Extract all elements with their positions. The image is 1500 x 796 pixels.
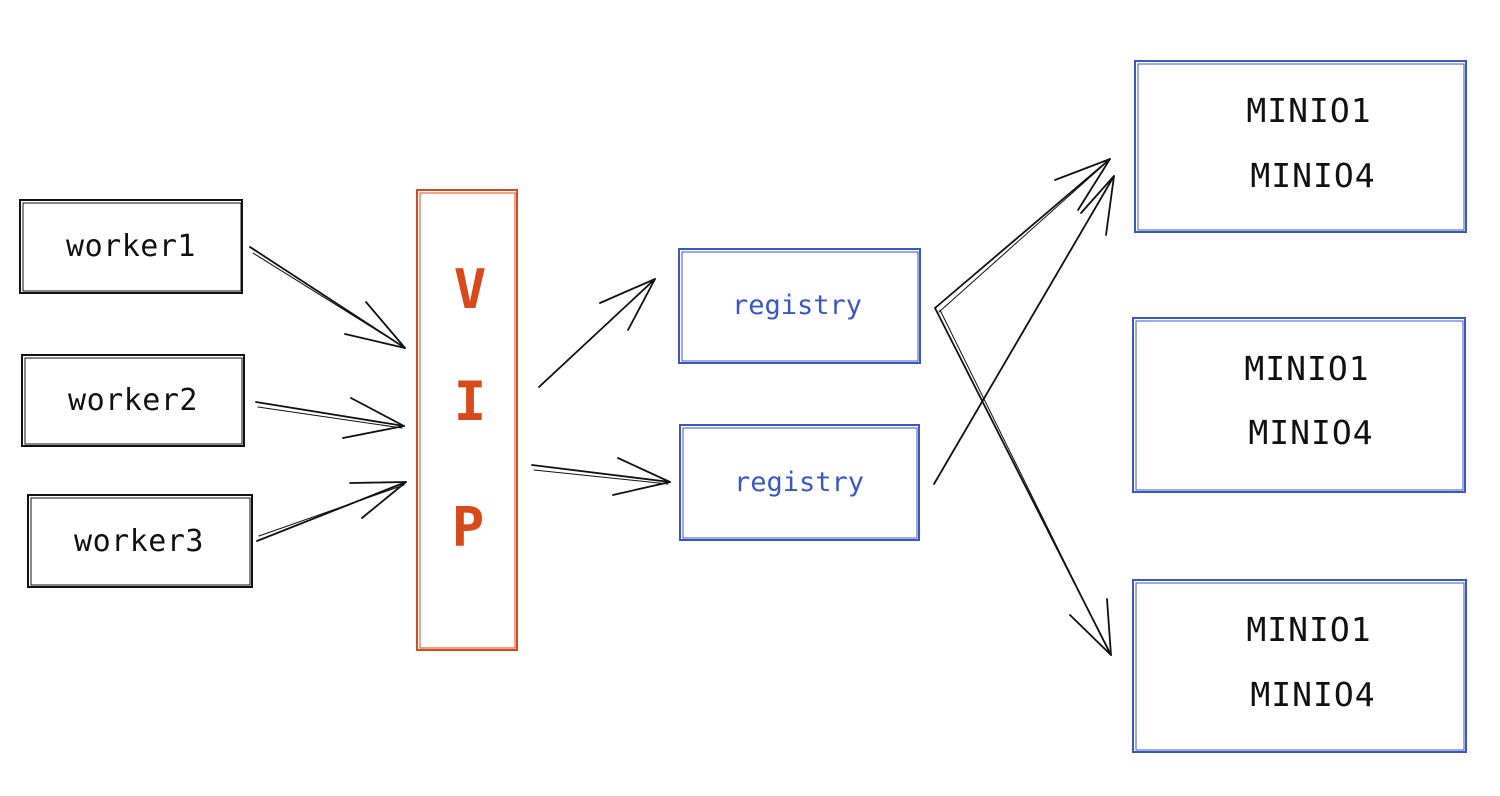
minio-node-3: MINIO1 MINIO4 (1132, 579, 1467, 753)
connection-arrows (249, 158, 1115, 656)
worker-node-2: worker2 (21, 354, 245, 447)
registry-node-1: registry (678, 248, 921, 364)
arrow-registry1-minio3 (934, 307, 1112, 656)
registry-label: registry (734, 467, 864, 498)
minio-node-1: MINIO1 MINIO4 (1134, 60, 1467, 233)
arrow-worker3-vip (256, 481, 407, 542)
registry-label: registry (732, 290, 862, 321)
minio-label: MINIO1 (1246, 610, 1371, 649)
arrow-vip-registry2 (531, 457, 671, 496)
worker-label: worker3 (74, 524, 204, 559)
arrow-registry1-minio1 (934, 158, 1111, 313)
worker-node-3: worker3 (27, 494, 253, 588)
minio-label: MINIO1 (1246, 91, 1371, 130)
minio-node-2: MINIO1 MINIO4 (1132, 317, 1466, 493)
minio-label: MINIO4 (1250, 675, 1375, 714)
worker-label: worker1 (66, 229, 196, 264)
registry-node-2: registry (679, 424, 920, 541)
minio-label: MINIO1 (1244, 349, 1369, 388)
arrow-worker2-vip (255, 397, 405, 439)
minio-label: MINIO4 (1248, 413, 1373, 452)
vip-letter: I (454, 370, 487, 433)
vip-letter: V (454, 258, 487, 321)
worker-label: worker2 (68, 383, 198, 418)
worker-node-1: worker1 (19, 199, 243, 294)
minio-label: MINIO4 (1250, 156, 1375, 195)
arrow-worker1-vip (249, 246, 406, 349)
arrow-vip-registry1 (538, 278, 656, 388)
arrow-registry2-minio1 (933, 175, 1115, 485)
vip-letter: P (452, 496, 485, 559)
vip-node: V I P (416, 189, 518, 651)
